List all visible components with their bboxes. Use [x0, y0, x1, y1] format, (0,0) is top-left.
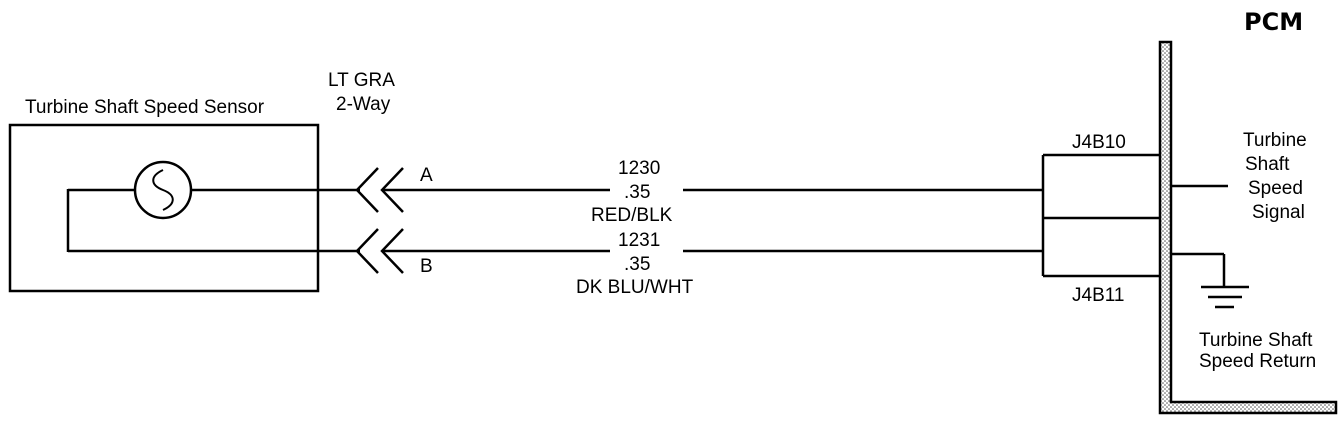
signal-label-1: Turbine: [1243, 130, 1307, 151]
connector-label-color: LT GRA: [328, 70, 395, 91]
ground-icon: [1171, 252, 1249, 309]
signal-label-3: Speed: [1248, 178, 1303, 199]
wire-a-gauge: .35: [624, 182, 650, 203]
pcm-housing: [1158, 40, 1338, 415]
connector-label-type: 2-Way: [336, 94, 391, 115]
wire-b-gauge: .35: [624, 254, 650, 275]
terminal-j4b11: J4B11: [1072, 285, 1124, 306]
wire-a-circuit: 1230: [618, 158, 660, 179]
signal-label-4: Signal: [1252, 202, 1305, 223]
pcm-title: PCM: [1244, 8, 1303, 36]
sensor-box: [8, 123, 320, 293]
pcm-terminal-block: [1041, 153, 1160, 278]
wire-b-circuit: 1231: [618, 230, 660, 251]
sensor-title: Turbine Shaft Speed Sensor: [25, 97, 265, 118]
wire-b-color: DK BLU/WHT: [576, 277, 694, 298]
sensor-internal-wiring: [66, 188, 360, 253]
connector-chevron-icon: [355, 167, 404, 274]
pin-a-label: A: [420, 165, 433, 186]
sensor-coil-icon: [133, 160, 193, 220]
terminal-j4b10: J4B10: [1072, 132, 1126, 153]
signal-label-2: Shaft: [1245, 154, 1290, 175]
wire-a-color: RED/BLK: [591, 205, 673, 226]
return-label-1: Turbine Shaft: [1199, 330, 1313, 351]
pin-b-label: B: [420, 256, 433, 277]
return-label-2: Speed Return: [1199, 351, 1316, 372]
